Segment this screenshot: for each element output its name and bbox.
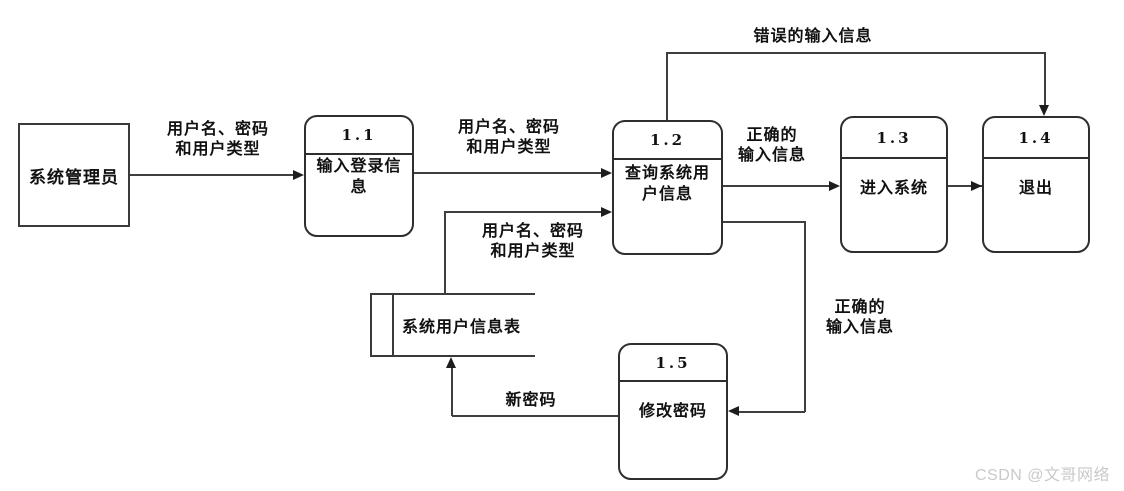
process-id-1-4: 1.4 bbox=[984, 118, 1088, 159]
process-label-1-1: 输入登录信 息 bbox=[316, 158, 402, 196]
flow-label-entity-to-p11: 用户名、密码 和用户类型 bbox=[166, 121, 269, 158]
flow-p12-to-p15-line-down bbox=[804, 221, 806, 412]
flow-p15-to-store-line-vertical bbox=[451, 367, 453, 416]
flow-p12-to-p15-line-in bbox=[739, 411, 805, 413]
flow-p12-to-p14-error-line-down bbox=[1044, 52, 1046, 107]
data-store-label: 系统用户信息表 bbox=[402, 319, 522, 336]
flow-p11-to-p12-line bbox=[414, 172, 602, 174]
flow-p12-to-p15-line-out bbox=[723, 221, 805, 223]
arrowhead-p12-to-p15 bbox=[728, 406, 739, 416]
csdn-watermark: CSDN @文哥网络 bbox=[974, 467, 1110, 484]
process-label-1-2: 查询系统用 户信息 bbox=[624, 165, 710, 203]
arrowhead-store-to-p12 bbox=[601, 207, 612, 217]
flow-p12-to-p14-error-line-up bbox=[666, 53, 668, 120]
arrowhead-entity-to-p11 bbox=[293, 170, 304, 180]
process-id-1-1: 1.1 bbox=[306, 117, 412, 155]
process-label-1-4: 退出 bbox=[1018, 180, 1053, 197]
process-label-1-3: 进入系统 bbox=[859, 180, 928, 197]
process-label-1-5: 修改密码 bbox=[638, 403, 707, 420]
data-store-user-info-table: 系统用户信息表 bbox=[370, 293, 535, 357]
process-id-1-3: 1.3 bbox=[842, 118, 946, 159]
arrowhead-p13-to-p14 bbox=[971, 181, 982, 191]
flow-p13-to-p14-line bbox=[948, 185, 982, 187]
process-id-1-5: 1.5 bbox=[620, 345, 726, 382]
external-entity-label: 系统管理员 bbox=[29, 167, 119, 187]
process-id-1-2: 1.2 bbox=[614, 122, 721, 160]
flow-entity-to-p11-line bbox=[130, 174, 296, 176]
flow-label-p15-to-store: 新密码 bbox=[505, 392, 557, 409]
flow-p12-to-p13-line bbox=[723, 185, 830, 187]
process-node-1-4: 1.4 退出 bbox=[982, 116, 1090, 253]
flow-store-to-p12-line-horizontal bbox=[444, 211, 602, 213]
flow-p12-to-p14-error-line-across bbox=[666, 52, 1046, 54]
flow-label-store-to-p12: 用户名、密码 和用户类型 bbox=[481, 223, 584, 260]
arrowhead-p12-to-p14-error bbox=[1039, 105, 1049, 116]
flow-label-p12-to-p15: 正确的 输入信息 bbox=[825, 299, 894, 336]
data-store-cell-divider bbox=[392, 295, 394, 355]
process-node-1-5: 1.5 修改密码 bbox=[618, 343, 728, 480]
process-node-1-3: 1.3 进入系统 bbox=[840, 116, 948, 253]
flow-store-to-p12-line-vertical bbox=[444, 212, 446, 294]
arrowhead-p11-to-p12 bbox=[601, 168, 612, 178]
flow-label-p12-to-p13: 正确的 输入信息 bbox=[737, 127, 806, 164]
flow-label-p12-to-p14-error: 错误的输入信息 bbox=[753, 28, 873, 45]
arrowhead-p15-to-store bbox=[446, 357, 456, 368]
flow-label-p11-to-p12: 用户名、密码 和用户类型 bbox=[457, 119, 560, 156]
process-node-1-1: 1.1 输入登录信 息 bbox=[304, 115, 414, 237]
process-node-1-2: 1.2 查询系统用 户信息 bbox=[612, 120, 723, 255]
flow-p15-to-store-line-horizontal bbox=[452, 415, 618, 417]
arrowhead-p12-to-p13 bbox=[829, 181, 840, 191]
external-entity-system-admin: 系统管理员 bbox=[18, 123, 130, 227]
